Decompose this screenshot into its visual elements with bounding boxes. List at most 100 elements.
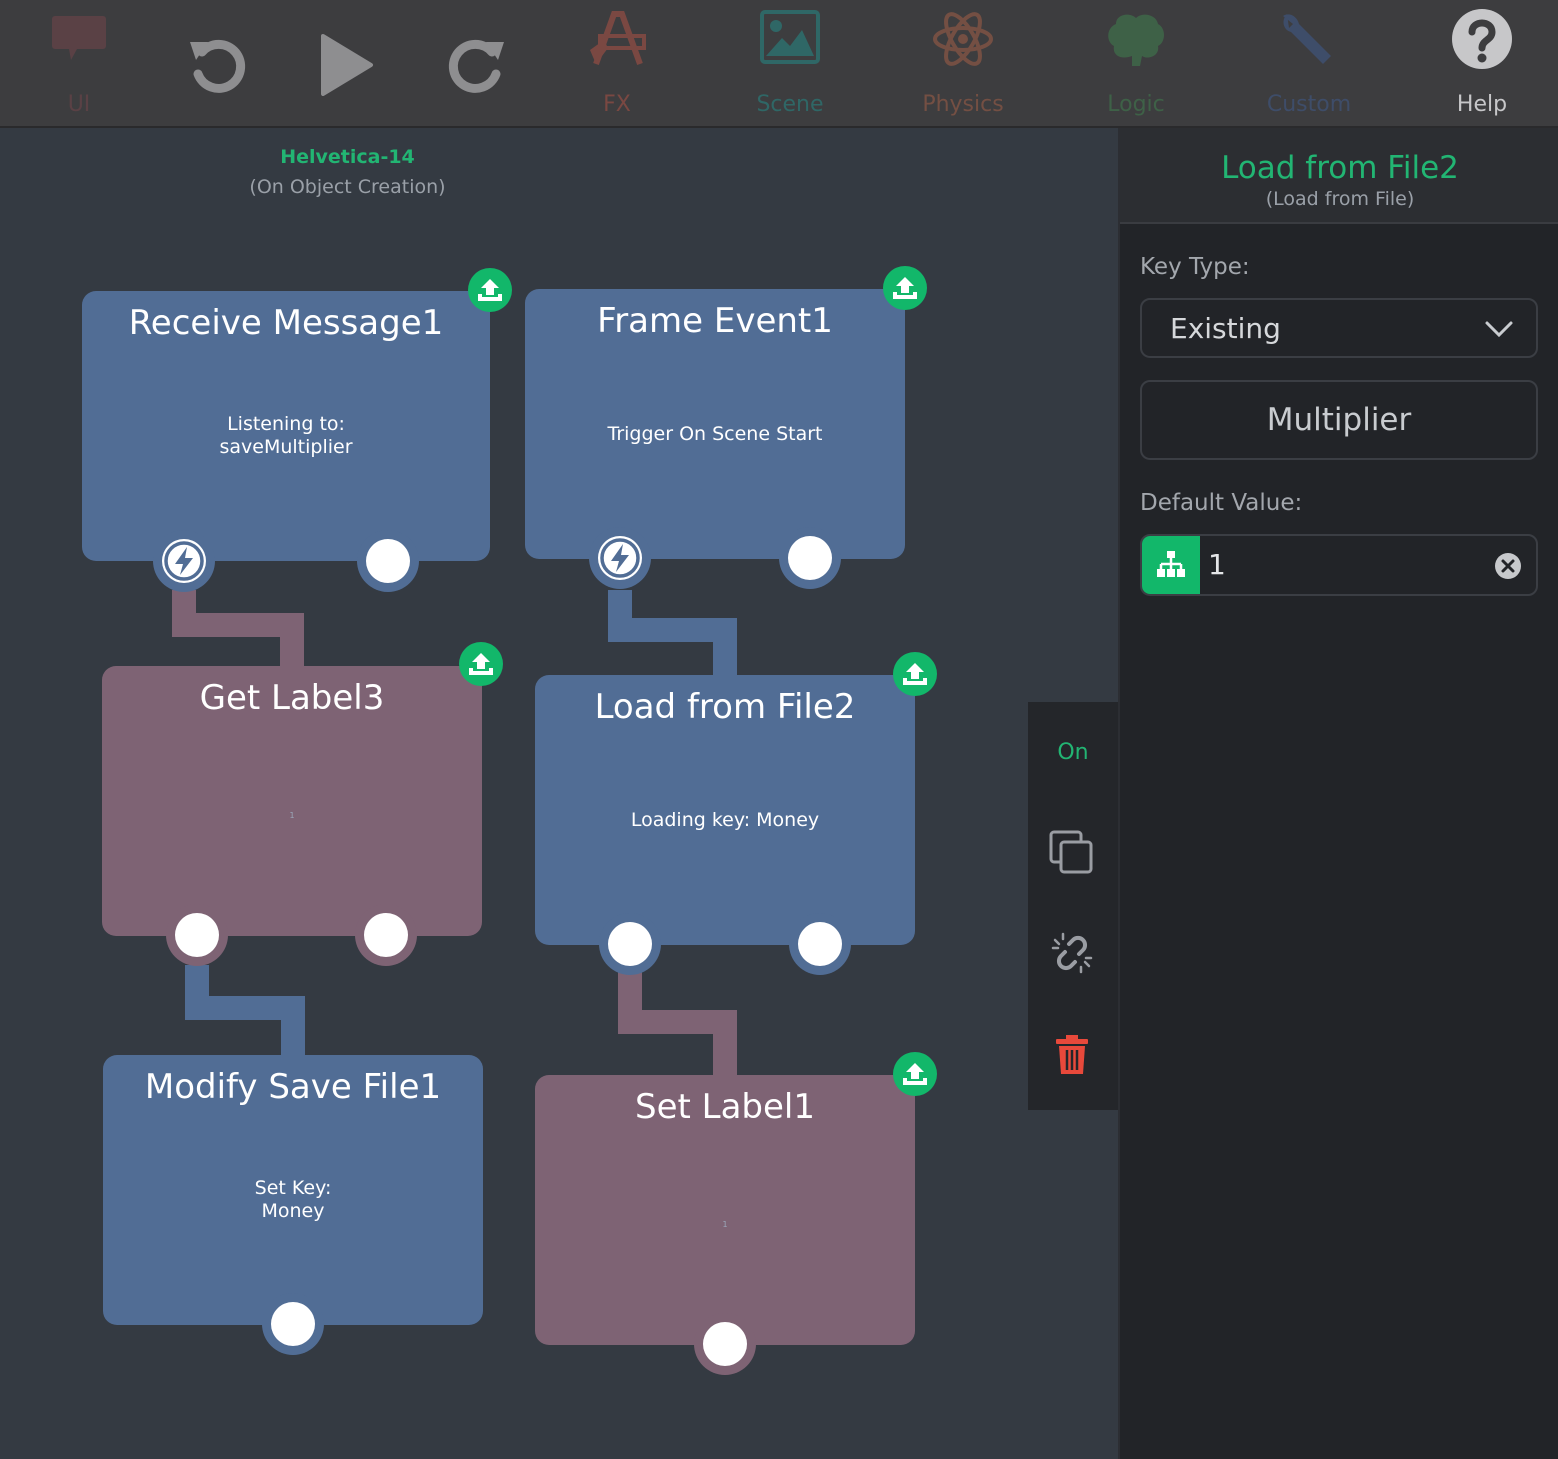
toggle-on-button[interactable]: On (1057, 740, 1089, 765)
node-title: Modify Save File1 (144, 1067, 442, 1107)
node-description-line: Money (261, 1200, 325, 1222)
node-frame-event[interactable]: Frame Event1 Trigger On Scene Start (525, 289, 905, 559)
input-port[interactable] (262, 1293, 324, 1355)
lightning-icon (164, 541, 204, 581)
node-get-label[interactable]: Get Label3 1 (102, 666, 482, 936)
node-load-from-file[interactable]: Load from File2 Loading key: Money (535, 675, 915, 945)
event-output-port[interactable] (153, 530, 215, 592)
play-icon (321, 34, 373, 96)
delete-button[interactable] (1028, 1032, 1118, 1082)
node-description: Trigger On Scene Start (607, 423, 823, 445)
node-connections (172, 590, 737, 1080)
help-button[interactable]: Help (1407, 0, 1557, 126)
upload-icon (478, 279, 502, 301)
tab-custom-label: Custom (1266, 92, 1352, 117)
node-action-panel: On (1028, 702, 1118, 1110)
object-name: Helvetica-14 (280, 146, 415, 168)
node-title: Frame Event1 (597, 301, 833, 341)
node-receive-message[interactable]: Receive Message1 Listening to: saveMulti… (82, 291, 490, 561)
default-value-input[interactable]: 1 (1208, 548, 1226, 581)
node-title: Set Label1 (635, 1087, 815, 1127)
trash-icon (1056, 1035, 1088, 1074)
output-port[interactable] (357, 530, 419, 592)
node-description-line: saveMultiplier (219, 436, 353, 458)
tab-physics-label: Physics (922, 92, 1004, 117)
node-description: 1 (722, 1220, 728, 1229)
unlink-icon (1051, 932, 1093, 974)
key-type-select[interactable]: Existing (1140, 298, 1538, 358)
hierarchy-icon (1157, 551, 1185, 577)
event-output-port[interactable] (589, 527, 651, 589)
wire-receive-to-getlabel (172, 590, 304, 670)
wire-frame-to-load (608, 590, 737, 680)
help-label: Help (1456, 92, 1508, 117)
upload-icon (469, 653, 493, 675)
object-trigger: (On Object Creation) (249, 176, 446, 198)
play-button[interactable] (272, 0, 422, 126)
variable-picker-button[interactable] (1142, 536, 1200, 594)
properties-header: Load from File2 (Load from File) (1120, 128, 1558, 224)
upload-badge[interactable] (468, 268, 512, 312)
node-description: 1 (289, 811, 295, 820)
chevron-down-icon (1485, 321, 1513, 338)
tab-fx-label: FX (603, 92, 631, 117)
input-port[interactable] (694, 1313, 756, 1375)
help-icon (1452, 9, 1512, 69)
tab-scene[interactable]: Scene (715, 0, 865, 126)
redo-icon (448, 39, 504, 93)
node-description-line: Listening to: (227, 413, 345, 435)
lightning-icon (600, 538, 640, 578)
node-description: Set Key: Money (103, 1177, 483, 1223)
upload-badge[interactable] (893, 1052, 937, 1096)
tab-physics[interactable]: Physics (888, 0, 1038, 126)
node-title: Get Label3 (199, 678, 385, 718)
wire-getlabel-to-modify (185, 965, 305, 1060)
upload-icon (903, 1063, 927, 1085)
redo-button[interactable] (402, 0, 552, 126)
default-value-label: Default Value: (1140, 490, 1303, 516)
undo-icon (190, 39, 246, 93)
upload-badge[interactable] (459, 642, 503, 686)
output-port[interactable] (779, 527, 841, 589)
upload-badge[interactable] (893, 652, 937, 696)
tab-logic-label: Logic (1107, 92, 1165, 117)
fx-icon (590, 11, 646, 66)
duplicate-button[interactable] (1028, 830, 1118, 880)
upload-icon (893, 277, 917, 299)
properties-subtitle: (Load from File) (1265, 188, 1415, 210)
unlink-button[interactable] (1028, 930, 1118, 980)
upload-icon (903, 663, 927, 685)
default-value-field[interactable]: 1 (1140, 534, 1538, 596)
node-description: Loading key: Money (630, 809, 820, 831)
properties-title: Load from File2 (1221, 150, 1459, 186)
tab-logic[interactable]: Logic (1061, 0, 1211, 126)
tab-ui-label: UI (67, 92, 91, 117)
image-icon (760, 10, 820, 64)
tab-custom[interactable]: Custom (1234, 0, 1384, 126)
tab-fx[interactable]: FX (542, 0, 692, 126)
node-modify-save-file[interactable]: Modify Save File1 Set Key: Money (103, 1055, 483, 1325)
copy-icon (1049, 830, 1093, 874)
tab-scene-label: Scene (756, 92, 824, 117)
node-description-line: Set Key: (254, 1177, 332, 1199)
key-type-value: Existing (1170, 312, 1281, 345)
wire-load-to-setlabel (618, 972, 737, 1080)
upload-badge[interactable] (883, 266, 927, 310)
node-title: Receive Message1 (128, 303, 444, 343)
output-port[interactable] (789, 913, 851, 975)
wrench-icon (1283, 14, 1331, 64)
top-toolbar: UI FX Scene Physics Logic Custom Help (0, 0, 1558, 128)
input-port[interactable] (599, 913, 661, 975)
undo-button[interactable] (142, 0, 292, 126)
node-set-label[interactable]: Set Label1 1 (535, 1075, 915, 1345)
key-select-button[interactable]: Multiplier (1140, 380, 1538, 460)
brain-icon (1108, 14, 1164, 66)
input-port[interactable] (166, 904, 228, 966)
atom-icon (933, 12, 993, 66)
clear-icon[interactable] (1494, 552, 1522, 580)
key-type-label: Key Type: (1140, 254, 1250, 280)
properties-panel: Load from File2 (Load from File) Key Typ… (1118, 128, 1558, 1459)
output-port[interactable] (355, 904, 417, 966)
tab-ui[interactable]: UI (4, 0, 154, 126)
chat-bubble-icon (52, 16, 106, 60)
